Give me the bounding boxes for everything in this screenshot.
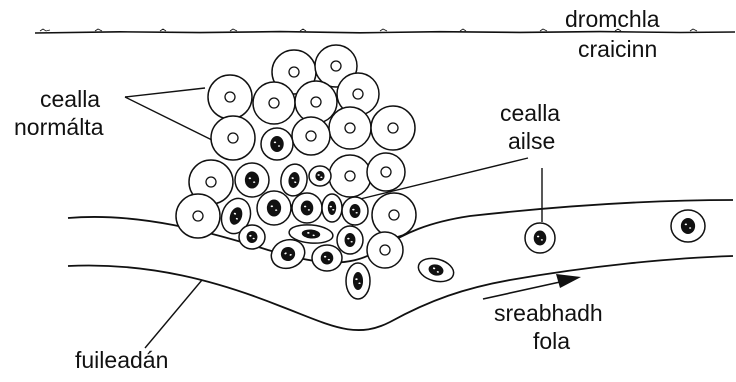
cell-group <box>176 45 705 299</box>
pointer-normal-cells-2 <box>125 97 216 142</box>
blood-flow-arrow-head <box>556 274 581 288</box>
skin-surface-label-line2: craicinn <box>578 36 657 62</box>
normal-cell <box>371 106 415 150</box>
cancer-cell <box>261 128 293 160</box>
normal-cell <box>292 117 330 155</box>
cancer-cell <box>292 193 322 223</box>
cancer-cells-label-line1: cealla <box>500 100 560 126</box>
cancer-cell <box>309 166 331 186</box>
cancer-cell <box>337 226 363 254</box>
normal-cell <box>329 107 371 149</box>
normal-cell <box>253 82 295 124</box>
normal-cells-label-line2: normálta <box>14 114 103 140</box>
cancer-cell <box>342 197 368 225</box>
blood-flow-arrow-shaft <box>483 282 560 299</box>
normal-cell <box>295 81 337 123</box>
normal-cells-label-line1: cealla <box>40 86 100 112</box>
cancer-cell <box>322 194 342 222</box>
normal-cell <box>367 153 405 191</box>
pointer-normal-cells-1 <box>125 88 205 97</box>
cancer-cell <box>312 245 342 271</box>
cancer-cells-label-line2: ailse <box>508 128 555 154</box>
cancer-cell <box>346 263 370 299</box>
cancer-cell <box>235 163 269 197</box>
cancer-cell <box>416 255 456 286</box>
blood-flow-label-line2: fola <box>533 328 570 354</box>
blood-vessel-label: fuileadán <box>75 347 168 373</box>
normal-cell <box>329 155 371 197</box>
cancer-cell <box>525 223 555 253</box>
cancer-cell <box>239 225 265 249</box>
pointer-blood-vessel <box>145 280 202 348</box>
normal-cell <box>367 232 403 268</box>
skin-surface-label-line1: dromchla <box>565 6 660 32</box>
blood-vessel-lower-wall <box>68 256 733 330</box>
normal-cell <box>372 193 416 237</box>
cancer-cell <box>671 210 705 242</box>
normal-cell <box>176 194 220 238</box>
normal-cell <box>211 116 255 160</box>
cancer-cell <box>257 191 291 225</box>
blood-flow-label-line1: sreabhadh <box>494 300 603 326</box>
normal-cell <box>208 75 252 119</box>
